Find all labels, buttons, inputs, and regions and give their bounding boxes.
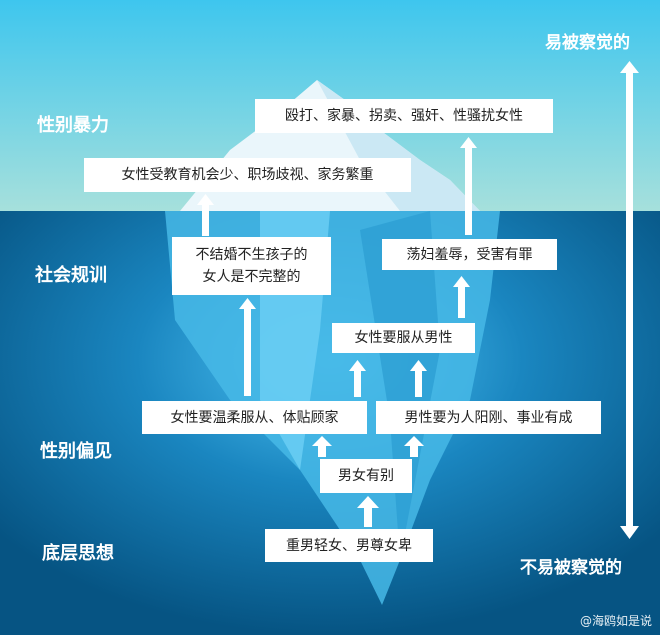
arrow-up-icon xyxy=(239,298,256,396)
arrow-up-icon xyxy=(410,360,427,397)
level-label-root: 底层思想 xyxy=(42,543,114,564)
box-obey: 女性要服从男性 xyxy=(332,323,475,353)
arrow-up-icon xyxy=(197,194,214,236)
level-label-discipline: 社会规训 xyxy=(35,265,107,286)
box-violence: 殴打、家暴、拐卖、强奸、性骚扰女性 xyxy=(255,99,553,133)
arrow-up-icon xyxy=(460,137,477,235)
box-gentle: 女性要温柔服从、体贴顾家 xyxy=(142,401,367,434)
watermark: @海鸥如是说 xyxy=(579,614,652,628)
visibility-scale-arrow-icon xyxy=(620,61,639,539)
box-marriage-line2: 女人是不完整的 xyxy=(202,269,301,285)
level-label-violence: 性别暴力 xyxy=(37,115,109,136)
scale-top-label: 易被察觉的 xyxy=(545,33,630,53)
box-marriage: 不结婚不生孩子的 女人是不完整的 xyxy=(172,237,331,295)
arrow-up-icon xyxy=(312,436,332,457)
arrow-up-icon xyxy=(404,436,424,457)
scale-bottom-label: 不易被察觉的 xyxy=(520,558,622,578)
arrow-up-icon xyxy=(349,360,366,397)
box-root: 重男轻女、男尊女卑 xyxy=(265,529,433,562)
box-masculine: 男性要为人阳刚、事业有成 xyxy=(376,401,601,434)
box-shaming: 荡妇羞辱，受害有罪 xyxy=(382,239,557,270)
arrow-up-icon xyxy=(357,496,379,527)
box-difference: 男女有别 xyxy=(320,459,412,493)
arrow-up-icon xyxy=(453,276,470,318)
box-discrimination: 女性受教育机会少、职场歧视、家务繁重 xyxy=(84,158,411,192)
box-marriage-line1: 不结婚不生孩子的 xyxy=(195,247,308,263)
level-label-bias: 性别偏见 xyxy=(40,441,112,462)
